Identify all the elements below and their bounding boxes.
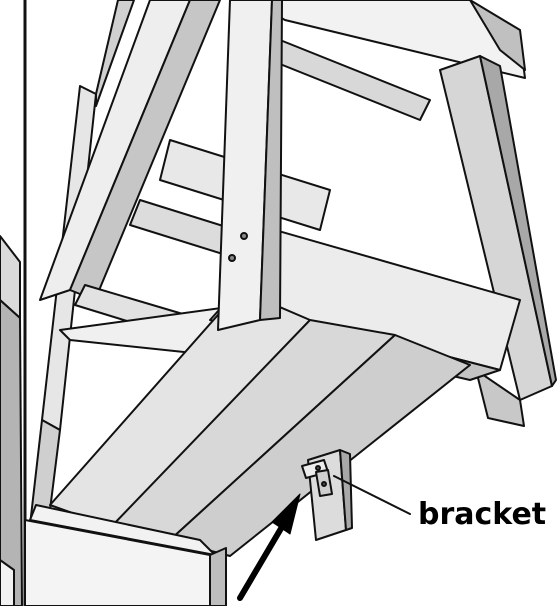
callout-label-bracket: bracket <box>418 497 547 532</box>
callout-leader <box>333 475 411 515</box>
bracket-icon <box>301 459 333 497</box>
left-panel-fragment <box>0 235 23 606</box>
front-edge-board <box>24 519 227 606</box>
front-leg <box>217 0 283 331</box>
right-rear-leg <box>439 55 557 427</box>
seat-slats <box>29 289 471 557</box>
arrow-icon <box>237 493 301 601</box>
